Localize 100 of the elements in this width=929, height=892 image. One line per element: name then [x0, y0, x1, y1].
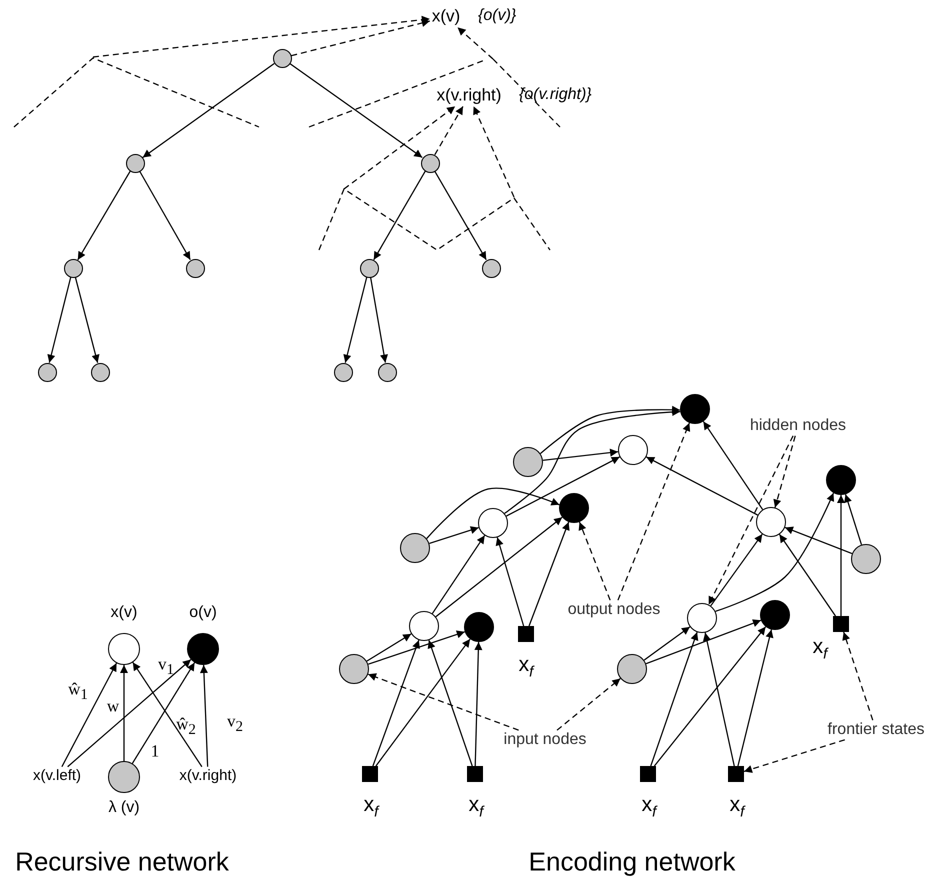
hidden-node-circle: [409, 611, 439, 641]
leader-arrow: [708, 436, 794, 605]
arrow: [432, 535, 486, 614]
arrow: [844, 494, 862, 545]
arrow: [74, 277, 100, 363]
arrow: [542, 448, 618, 461]
arrow: [373, 170, 426, 260]
arrow: [710, 534, 763, 606]
arrow: [654, 626, 766, 766]
arrow: [142, 63, 275, 158]
state-label: x$_{f}$: [468, 793, 484, 821]
annotation-text: hidden nodes: [750, 417, 846, 435]
output-node-circle: [559, 493, 589, 523]
tree-node-circle: [64, 258, 82, 278]
hidden-node-circle: [687, 603, 717, 633]
output-label: {o(v.right)}: [519, 86, 592, 104]
edge-label: ŵ$_{2}$: [176, 716, 196, 738]
output-node-circle: [464, 612, 494, 642]
edge-label: v$_{2}$: [227, 712, 243, 736]
arrow: [837, 495, 845, 616]
leader-arrow: [744, 739, 846, 773]
node-label: x(v): [110, 604, 138, 622]
output-label: {o(v)}: [478, 7, 516, 25]
arrow: [496, 537, 524, 626]
output-node-circle: [826, 465, 856, 495]
node-label: x(v.right): [436, 86, 502, 106]
arrow: [737, 629, 774, 766]
arrow: [504, 408, 680, 514]
tree-node-circle: [378, 362, 396, 382]
tree-node-circle: [272, 48, 292, 68]
arrow: [434, 170, 487, 260]
state-label: x$_{f}$: [812, 635, 828, 663]
input-node-circle: [851, 544, 881, 574]
arrow: [67, 659, 192, 768]
arrow: [506, 456, 620, 517]
state-label: x$_{f}$: [642, 793, 656, 821]
arrow: [47, 277, 72, 363]
panel-title: Recursive network: [15, 848, 229, 876]
leader-arrow: [556, 678, 621, 731]
arrow: [77, 170, 131, 260]
state-label: x$_{f}$: [364, 793, 378, 821]
annotation-text: input nodes: [504, 731, 586, 749]
dashed-arrow: [92, 16, 430, 58]
leader-arrow: [578, 522, 611, 600]
tree-node-circle: [482, 258, 500, 278]
arrow: [650, 632, 698, 766]
tree-node-circle: [360, 258, 378, 278]
hidden-node-circle: [756, 507, 786, 537]
arrow: [474, 642, 482, 766]
state-label: x$_{f}$: [730, 793, 744, 821]
arrow: [372, 640, 420, 766]
arrow: [61, 662, 118, 768]
arrow: [702, 421, 764, 510]
arrow: [644, 626, 690, 661]
node-label: x(v.left): [32, 768, 82, 784]
arrow: [784, 526, 852, 554]
tree-node-circle: [186, 258, 204, 278]
output-node-circle: [680, 394, 710, 424]
dashed-arrow: [457, 26, 494, 60]
node-label: λ (v): [108, 799, 140, 817]
panel-title: Encoding network: [528, 848, 736, 876]
arrow: [368, 630, 465, 665]
arrow: [429, 526, 479, 544]
leader-arrow: [773, 436, 796, 508]
arrow: [366, 633, 412, 662]
input-node-circle: [617, 654, 647, 684]
edge-label: v$_{1}$: [158, 656, 174, 678]
arrow: [715, 492, 834, 612]
hidden-node-circle: [478, 508, 508, 538]
node-label: o(v): [189, 604, 217, 622]
input-node-circle: [513, 447, 543, 477]
tree-node-circle: [334, 362, 352, 382]
dashed-arrow: [434, 106, 464, 156]
node-label: x(v): [432, 8, 460, 26]
dashed-arrow: [291, 19, 430, 56]
arrow: [343, 277, 368, 363]
tree-node-circle: [90, 362, 110, 382]
leader-arrow: [617, 422, 690, 600]
leader-arrow: [842, 632, 874, 720]
leader-arrow: [368, 673, 519, 731]
arrow: [646, 456, 758, 516]
arrow: [289, 63, 423, 158]
arrow: [646, 619, 762, 664]
arrow: [528, 522, 570, 626]
arrow: [435, 516, 563, 618]
node-label: x(v.right): [179, 768, 237, 784]
arrow: [139, 170, 191, 260]
dashed-arrow: [473, 106, 515, 198]
annotation-text: output nodes: [568, 601, 660, 619]
arrow: [370, 277, 388, 363]
state-label: x$_{f}$: [518, 653, 534, 681]
hidden-node-circle: [618, 435, 648, 465]
input-node-circle: [400, 533, 430, 563]
tree-node-circle: [38, 362, 56, 382]
arrow: [428, 640, 473, 766]
annotation-text: frontier states: [828, 721, 924, 739]
dashed-arrow: [344, 106, 456, 190]
arrow: [200, 664, 208, 767]
output-node-circle: [760, 600, 790, 630]
arrow: [540, 406, 680, 454]
